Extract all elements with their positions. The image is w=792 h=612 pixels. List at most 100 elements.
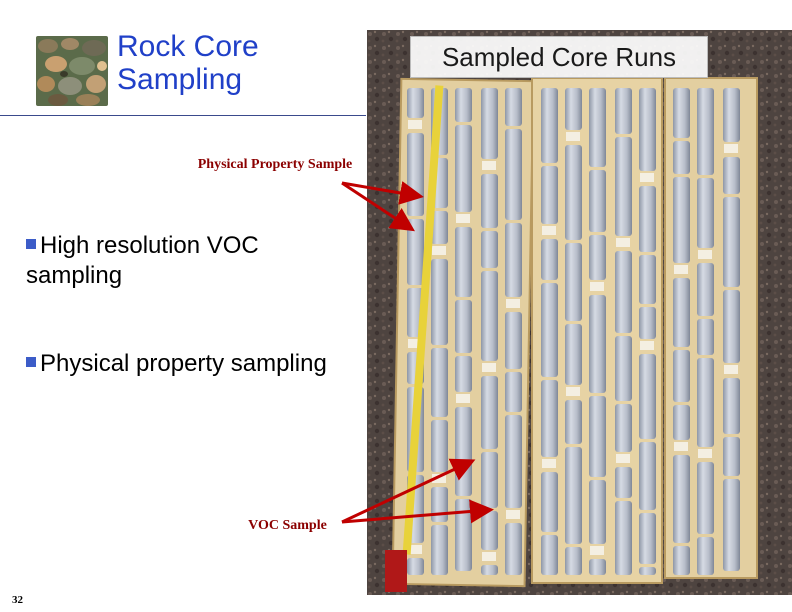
sample-tag [674, 442, 688, 451]
sample-tag [432, 474, 446, 483]
rock-core-segment [455, 300, 472, 353]
sample-tag [408, 339, 422, 348]
rock-core-segment [589, 559, 606, 575]
rock-core-segment [541, 472, 558, 532]
rock-core-segment [505, 129, 522, 220]
rock-core-segment [673, 278, 690, 347]
rock-core-segment [697, 462, 714, 534]
sample-tag [408, 545, 422, 554]
rock-core-segment [639, 255, 656, 304]
title-divider [0, 115, 366, 116]
rock-core-segment [723, 88, 740, 142]
rock-core-segment [481, 376, 498, 449]
sample-tag [506, 510, 520, 519]
rock-core-segment [697, 319, 714, 355]
rock-core-segment [723, 157, 740, 194]
rock-core-segment [407, 558, 424, 575]
rock-core-segment [505, 372, 522, 412]
sample-tag [542, 459, 556, 468]
bullet-physical-sampling: Physical property sampling [26, 349, 366, 379]
rock-core-segment [565, 88, 582, 130]
rock-core-segment [541, 239, 558, 280]
rock-core-segment [615, 137, 632, 236]
bullet-marker-icon [26, 356, 36, 367]
sample-tag [724, 365, 738, 374]
sample-tag [590, 282, 604, 291]
core-box-photo [367, 30, 792, 595]
sample-tag [482, 552, 496, 561]
sample-tag [698, 250, 712, 259]
rock-core-segment [505, 523, 522, 575]
rock-core-segment [541, 535, 558, 575]
rock-core-segment [541, 380, 558, 457]
rock-core-segment [455, 88, 472, 122]
rock-core-segment [565, 547, 582, 575]
rock-core-segment [455, 407, 472, 496]
rock-core-segment [615, 336, 632, 401]
rock-core-segment [565, 400, 582, 444]
rock-core-segment [481, 231, 498, 268]
rock-logo-image [36, 36, 108, 106]
sample-tag [456, 214, 470, 223]
rock-core-segment [589, 480, 606, 544]
rock-core-segment [697, 358, 714, 447]
rock-core-segment [639, 307, 656, 339]
rock-core-segment [639, 442, 656, 510]
rock-core-segment [431, 348, 448, 417]
rock-core-segment [565, 243, 582, 321]
rock-core-segment [455, 499, 472, 571]
rock-core-segment [431, 487, 448, 522]
voc-sample-callout: VOC Sample [248, 518, 327, 533]
bullet-text: Physical property sampling [40, 350, 327, 377]
rock-core-segment [639, 513, 656, 564]
sample-tag [482, 363, 496, 372]
rock-core-segment [615, 88, 632, 134]
rock-core-segment [565, 145, 582, 240]
sample-tag [640, 341, 654, 350]
rock-core-segment [565, 447, 582, 544]
rock-core-segment [697, 263, 714, 316]
rock-core-segment [481, 88, 498, 159]
sample-tag [566, 132, 580, 141]
rock-core-segment [723, 290, 740, 363]
sample-tag [674, 265, 688, 274]
sample-tag [698, 449, 712, 458]
rock-core-segment [697, 88, 714, 175]
rock-core-segment [673, 405, 690, 440]
rock-core-segment [565, 324, 582, 385]
sample-tag [724, 144, 738, 153]
rock-core-segment [541, 88, 558, 163]
rock-core-segment [431, 420, 448, 472]
rock-core-segment [673, 177, 690, 263]
rock-core-segment [615, 501, 632, 575]
rock-core-segment [589, 170, 606, 232]
sample-tag [542, 226, 556, 235]
rock-core-segment [639, 88, 656, 171]
rock-core-segment [615, 404, 632, 452]
rock-core-segment [639, 354, 656, 439]
rock-core-segment [673, 455, 690, 543]
photo-caption: Sampled Core Runs [410, 36, 708, 78]
rock-core-segment [541, 283, 558, 377]
bullet-marker-icon [26, 238, 36, 249]
sample-tag [482, 161, 496, 170]
rock-core-segment [481, 452, 498, 508]
rock-core-segment [481, 174, 498, 228]
sample-tag [456, 394, 470, 403]
rock-core-segment [589, 295, 606, 393]
rock-core-segment [431, 211, 448, 244]
rock-core-segment [407, 133, 424, 216]
page-number: 32 [12, 594, 23, 606]
rock-core-segment [431, 259, 448, 345]
rock-core-segment [615, 251, 632, 333]
slide-title: Rock Core Sampling [117, 30, 259, 96]
rock-core-segment [541, 166, 558, 224]
sample-tag [566, 387, 580, 396]
physical-property-callout: Physical Property Sample [197, 157, 353, 172]
rock-core-segment [615, 467, 632, 498]
rock-core-segment [589, 88, 606, 167]
rock-core-segment [697, 178, 714, 248]
rock-core-segment [455, 125, 472, 212]
rock-core-segment [639, 186, 656, 252]
sample-tag [590, 546, 604, 555]
